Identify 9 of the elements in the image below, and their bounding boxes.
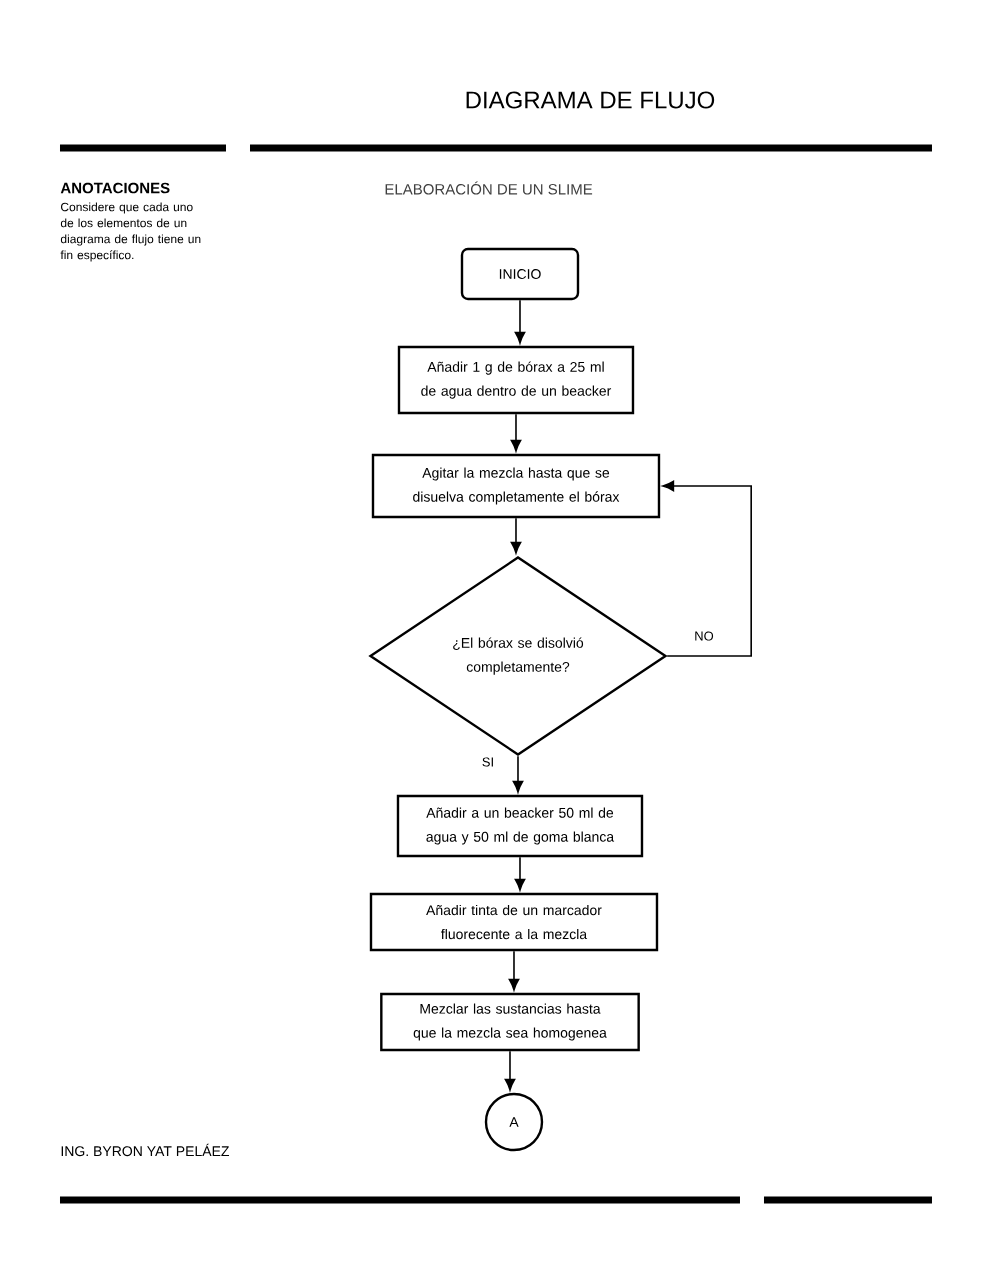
arrow bbox=[514, 299, 526, 344]
arrow bbox=[504, 1050, 516, 1091]
title: DIAGRAMA DE FLUJO bbox=[466, 91, 715, 109]
arrow bbox=[662, 480, 752, 657]
arrow bbox=[512, 755, 524, 793]
arrow bbox=[510, 517, 522, 554]
arrow bbox=[508, 950, 520, 991]
arrow bbox=[514, 856, 526, 891]
arrow bbox=[510, 413, 522, 452]
